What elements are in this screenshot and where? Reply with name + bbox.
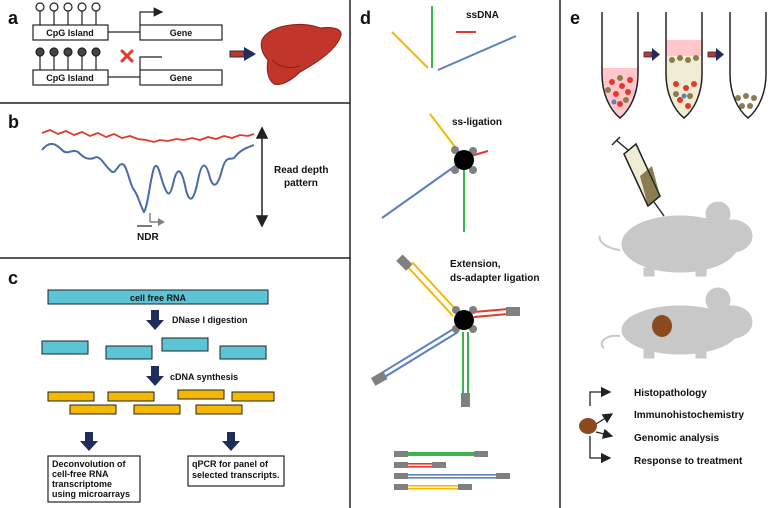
outcome-tree [589,386,614,464]
qpcr-line-2: selected transcripts. [192,470,280,480]
tube-2 [665,12,703,119]
pattern-label: pattern [284,178,318,189]
arrow-tube-1-2 [643,48,660,61]
ds-ligation-complex [370,254,520,407]
outcome-response-to-treatment: Response to treatment [634,456,743,467]
mouse-icon [598,201,753,277]
down-arrow-4 [222,432,240,451]
extension-label: Extension, [450,259,501,270]
arrow-tube-2-3 [707,48,724,61]
deconvolution-box [47,455,141,503]
rna-fragments [41,337,267,360]
panel-a-row2: CpG Island Gene [32,47,223,86]
panel-label-d: d [360,8,371,28]
tube-3 [729,12,767,119]
ssdna-strands [391,6,517,71]
cpg-lollipops [35,2,101,25]
qpcr-line-1: qPCR for panel of [192,459,269,469]
cdna-synthesis-label: cDNA synthesis [170,372,238,382]
panel-label-c: c [8,268,18,288]
panel-label-e: e [570,8,580,28]
gene-label-2: Gene [170,73,193,83]
flat-read-depth-line [41,129,255,143]
tumor-sample-icon [579,418,597,434]
ds-adapter-label: ds-adapter ligation [450,273,539,284]
cell-free-rna-label: cell free RNA [130,293,187,303]
ss-ligation-complex [381,113,489,232]
deconv-line-4: using microarrays [52,489,130,499]
cpg-lollipops-methylated [35,47,101,70]
cell-free-rna-bar [47,289,269,305]
panel-label-a: a [8,8,19,28]
ndr-label: NDR [137,232,159,243]
panel-label-b: b [8,112,19,132]
ssdna-label: ssDNA [466,10,499,21]
gene-box [139,24,223,41]
arrow-to-liver-icon [229,47,256,61]
cpg-island-label-2: CpG Island [46,73,94,83]
deconv-line-1: Deconvolution of [52,459,126,469]
blocked-tss-arrow [139,56,162,70]
cpg-island-label: CpG Island [46,28,94,38]
double-arrow [255,126,269,228]
panel-a-row1: CpG Island Gene [32,2,223,41]
deconv-line-3: transcriptome [52,479,112,489]
ss-ligation-label: ss-ligation [452,117,502,128]
qpcr-box [187,455,285,487]
variable-read-depth-line [41,143,255,214]
red-x-icon [120,49,134,63]
syringe-icon [611,136,665,217]
liver-icon [260,23,342,85]
outcome-genomic-analysis: Genomic analysis [634,433,719,444]
tube-1 [601,12,639,119]
outcome-histopathology: Histopathology [634,388,707,399]
down-arrow-1 [146,310,164,330]
cdna-fragments [47,389,275,415]
down-arrow-3 [80,432,98,451]
dnase-label: DNase I digestion [172,315,248,325]
ndr-marker [137,213,165,227]
gene-label: Gene [170,28,193,38]
tumor-mouse-icon [600,287,753,359]
down-arrow-2 [146,366,164,386]
library-fragments [394,451,510,490]
read-depth-label: Read depth [274,165,328,176]
panel-dividers [0,0,561,508]
tss-arrow [139,7,164,25]
deconv-line-2: cell-free RNA [52,469,109,479]
gene-box-2 [139,69,223,86]
outcome-immunohistochemistry: Immunohistochemistry [634,410,744,421]
